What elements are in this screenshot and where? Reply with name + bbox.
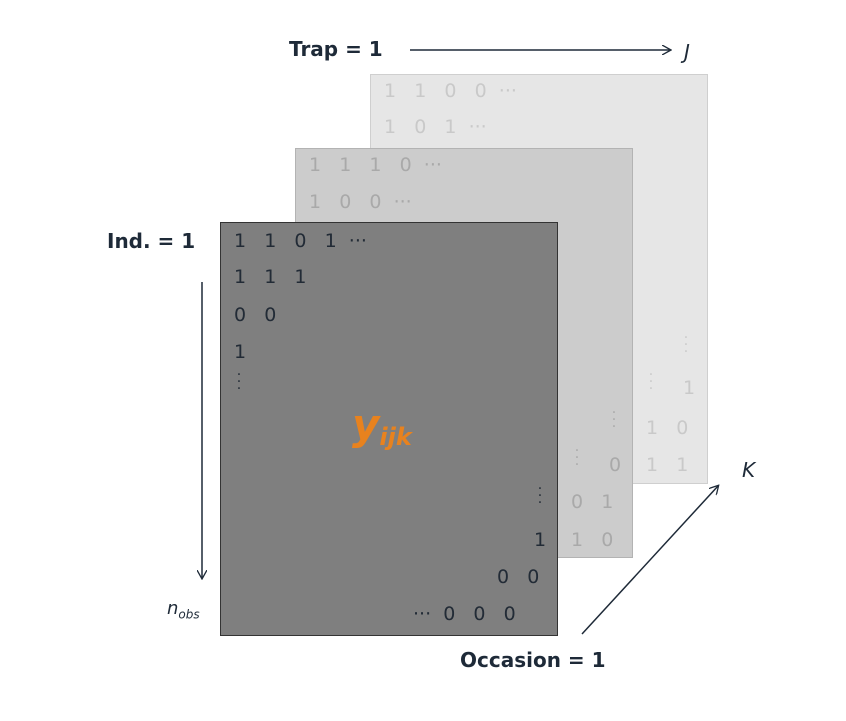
middle-sheet-row-2: 1 0 0 ··· [309, 191, 412, 213]
front-sheet-right-row-1: 1 [534, 529, 547, 551]
middle-sheet-right-row-1: 0 [609, 454, 622, 476]
front-sheet-row-3: 0 0 [234, 304, 277, 326]
middle-sheet-row-1: 1 1 1 0 ··· [309, 154, 442, 176]
middle-sheet-right-row-2: 0 1 [571, 491, 614, 513]
front-sheet-row-2: 1 1 1 [234, 266, 307, 288]
middle-sheet-vdots-1: ··· [611, 405, 617, 435]
front-sheet [220, 222, 558, 636]
middle-sheet-vdots-2: ··· [574, 443, 580, 473]
occasion-arrow [581, 486, 718, 635]
back-sheet-vdots-1: ··· [683, 330, 689, 360]
n-obs-label: nobs [167, 598, 200, 622]
back-sheet-vdots-2: ··· [648, 367, 654, 397]
y-ijk-label: yijk [352, 400, 412, 451]
back-sheet-right-row-1: 1 [683, 377, 696, 399]
j-label: J [684, 40, 690, 64]
back-sheet-right-row-2: 1 0 [646, 417, 689, 439]
individual-label: Ind. = 1 [107, 229, 196, 253]
front-sheet-right-row-3: ··· 0 0 0 [413, 603, 516, 625]
back-sheet-row-2: 1 0 1 ··· [384, 116, 487, 138]
front-sheet-row-1: 1 1 0 1 ··· [234, 230, 367, 252]
front-sheet-vdots-right: ··· [537, 481, 543, 511]
occasion-label: Occasion = 1 [460, 648, 606, 672]
front-sheet-right-row-2: 0 0 [497, 566, 540, 588]
k-label: K [742, 458, 756, 482]
front-sheet-row-4: 1 [234, 341, 247, 363]
back-sheet-right-row-3: 1 1 [646, 454, 689, 476]
back-sheet-row-1: 1 1 0 0 ··· [384, 80, 517, 102]
front-sheet-vdots-left: ··· [236, 367, 242, 397]
middle-sheet-right-row-3: 1 0 [571, 529, 614, 551]
trap-label: Trap = 1 [289, 37, 383, 61]
